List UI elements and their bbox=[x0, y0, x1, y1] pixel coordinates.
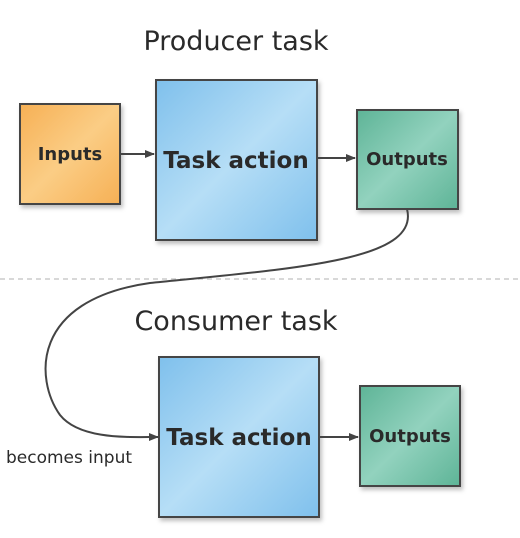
consumer-outputs-label: Outputs bbox=[369, 426, 451, 447]
producer-inputs-box: Inputs bbox=[19, 103, 121, 205]
producer-action-box: Task action bbox=[155, 79, 318, 241]
connector-label: becomes input bbox=[6, 448, 132, 468]
consumer-action-label: Task action bbox=[166, 425, 311, 451]
producer-inputs-label: Inputs bbox=[38, 144, 103, 165]
outputs-to-consumer-connector bbox=[44, 208, 409, 442]
producer-outputs-box: Outputs bbox=[356, 109, 459, 210]
consumer-title: Consumer task bbox=[134, 306, 337, 337]
producer-outputs-label: Outputs bbox=[366, 149, 448, 170]
producer-title: Producer task bbox=[143, 26, 328, 57]
consumer-action-box: Task action bbox=[158, 356, 320, 518]
consumer-outputs-box: Outputs bbox=[359, 385, 461, 487]
producer-action-label: Task action bbox=[163, 148, 308, 174]
